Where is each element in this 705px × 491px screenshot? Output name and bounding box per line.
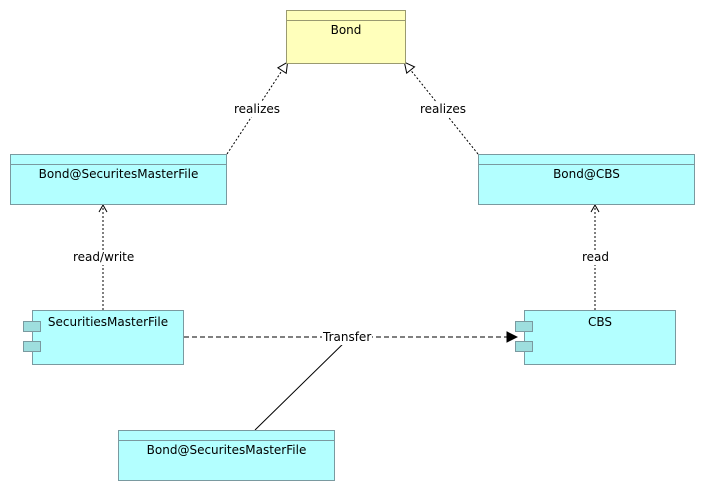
header-divider: [119, 440, 334, 441]
smf-component-node[interactable]: SecuritiesMasterFile: [32, 310, 184, 365]
realizes-edge-right[interactable]: [405, 63, 479, 155]
realizes-label-right: realizes: [419, 102, 468, 117]
bond-cbs-class-node[interactable]: Bond@CBS: [478, 154, 695, 205]
header-divider: [11, 164, 226, 165]
association-line[interactable]: [254, 336, 351, 431]
read-label: read: [581, 250, 611, 265]
transfer-label: Transfer: [322, 330, 373, 345]
node-label: Bond: [330, 23, 362, 37]
header-divider: [287, 20, 405, 21]
bond-interface-node[interactable]: Bond: [286, 10, 406, 64]
node-label: Bond@SecuritesMasterFile: [146, 443, 307, 457]
component-port-icon: [515, 321, 533, 332]
read-write-label: read/write: [72, 250, 136, 265]
node-label: Bond@SecuritesMasterFile: [38, 167, 199, 181]
node-label: CBS: [587, 315, 613, 329]
node-label: SecuritiesMasterFile: [47, 315, 169, 329]
component-port-icon: [23, 341, 41, 352]
component-port-icon: [515, 341, 533, 352]
bond-smf-instance-node[interactable]: Bond@SecuritesMasterFile: [118, 430, 335, 481]
realizes-label-left: realizes: [233, 102, 282, 117]
cbs-component-node[interactable]: CBS: [524, 310, 676, 365]
bond-smf-class-node[interactable]: Bond@SecuritesMasterFile: [10, 154, 227, 205]
node-label: Bond@CBS: [553, 167, 620, 181]
component-port-icon: [23, 321, 41, 332]
header-divider: [479, 164, 694, 165]
